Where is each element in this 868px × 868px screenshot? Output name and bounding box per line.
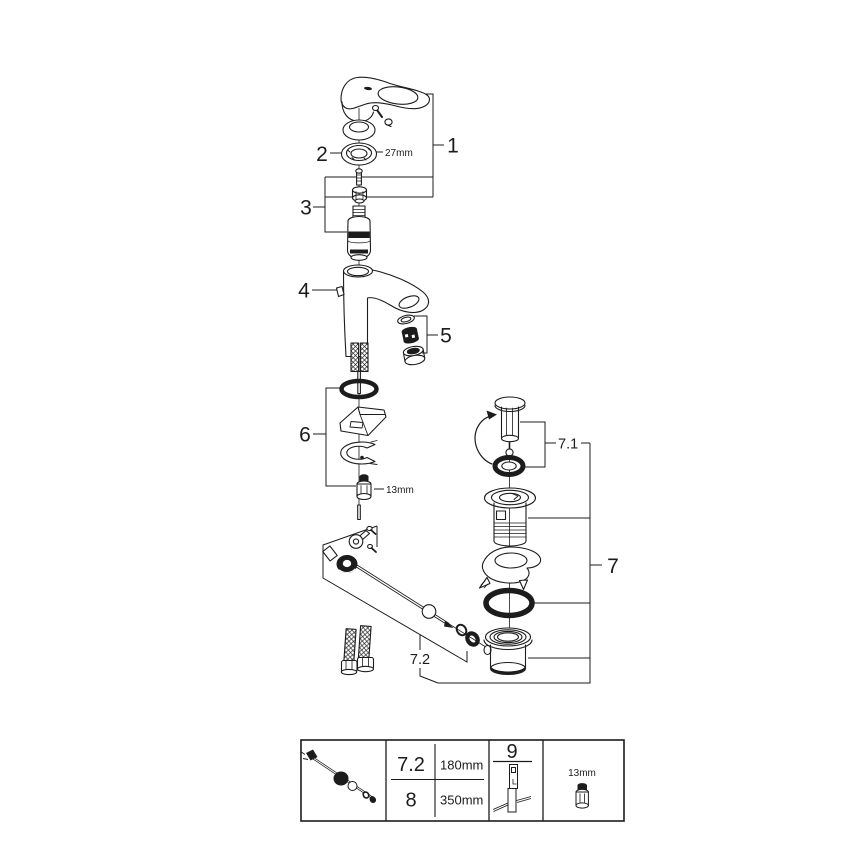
rod-o-ring — [455, 623, 468, 637]
body-lever-pin — [335, 285, 345, 298]
labels: 1 2 3 4 5 6 7 7.1 7.2 27mm 13mm 7.2 180m… — [298, 135, 619, 812]
pivot-pin — [357, 504, 361, 521]
parts-table — [300, 739, 625, 822]
callout-5: 5 — [440, 325, 452, 348]
mounting-ring-27mm — [340, 142, 378, 166]
rotate-arrow — [474, 414, 495, 465]
aerator-insert — [401, 326, 419, 344]
cartridge-screw — [355, 168, 363, 186]
callout-4: 4 — [298, 280, 310, 303]
faucet-body — [335, 264, 430, 358]
handle-screw-and-plug — [371, 104, 393, 128]
callout-lines — [312, 93, 602, 684]
drain-body — [483, 627, 533, 676]
aerator-washer — [397, 314, 415, 325]
lift-rod — [356, 565, 454, 628]
wedge-gasket — [478, 546, 542, 591]
table-socket-size: 13mm — [568, 768, 596, 779]
rod-assembly-drawing — [300, 749, 377, 804]
callout-1: 1 — [447, 135, 459, 158]
body-o-ring — [339, 378, 379, 400]
drain-flange — [483, 487, 537, 547]
pivot-assembly — [322, 525, 377, 573]
callout-2: 2 — [316, 143, 328, 166]
mounting-wedge — [339, 406, 387, 437]
callout-7-2: 7.2 — [410, 652, 430, 668]
callout-7-1: 7.1 — [558, 437, 578, 453]
rod-seal-ring — [465, 631, 480, 647]
threaded-shank — [350, 342, 369, 373]
aerator-housing — [402, 345, 426, 366]
drain-o-ring — [483, 587, 535, 619]
mounting-nut-13mm — [356, 474, 372, 501]
callout-7: 7 — [607, 555, 619, 578]
handle-lever — [340, 76, 430, 123]
horseshoe-washer — [340, 440, 378, 465]
callout-3: 3 — [300, 197, 312, 220]
callout-6: 6 — [299, 424, 311, 447]
table-len-350: 350mm — [440, 793, 483, 808]
dim-27mm: 27mm — [385, 148, 413, 159]
escutcheon-cap — [342, 119, 376, 141]
table-ref-8: 8 — [405, 790, 416, 812]
table-len-180: 180mm — [440, 758, 483, 773]
cartridge — [346, 205, 372, 261]
table-tool-ref: 9 — [506, 741, 517, 763]
supply-hoses — [340, 625, 375, 676]
handle-slot — [364, 86, 372, 91]
pop-up-plug — [474, 396, 526, 465]
mounting-tool-drawing — [492, 764, 532, 813]
table-ref-72: 7.2 — [397, 754, 425, 776]
socket-13mm-drawing — [575, 783, 589, 809]
plug-seal — [492, 455, 526, 477]
cartridge-nut — [351, 186, 368, 204]
dim-13mm: 13mm — [386, 485, 414, 496]
